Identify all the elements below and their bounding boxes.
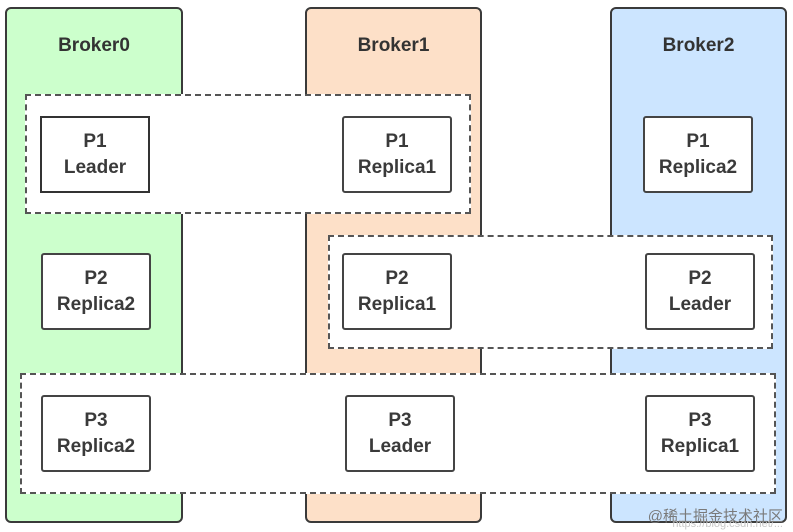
- partition-id: P1: [385, 130, 409, 152]
- broker-title: Broker2: [662, 35, 735, 56]
- partition-role: Leader: [63, 156, 127, 178]
- partition-id: P3: [388, 409, 412, 431]
- partition-box-p3-replica2: P3 Replica2: [41, 395, 151, 472]
- partition-role: Replica1: [357, 156, 437, 178]
- partition-id: P3: [688, 409, 712, 431]
- partition-role: Replica2: [658, 156, 738, 178]
- partition-role: Replica2: [56, 435, 136, 457]
- partition-id: P1: [686, 130, 710, 152]
- partition-id: P2: [84, 267, 108, 289]
- partition-role: Replica1: [660, 435, 740, 457]
- partition-role: Leader: [668, 293, 732, 315]
- partition-box-p1-replica1: P1 Replica1: [342, 116, 452, 193]
- watermark-url: https://blog.csdn.net/...: [672, 518, 783, 530]
- partition-box-p2-replica1: P2 Replica1: [342, 253, 452, 330]
- partition-id: P2: [385, 267, 409, 289]
- watermark: @稀土掘金技术社区: [647, 508, 783, 525]
- partition-id: P1: [83, 130, 107, 152]
- partition-box-p3-leader: P3 Leader: [345, 395, 455, 472]
- partition-role: Replica2: [56, 293, 136, 315]
- partition-role: Leader: [368, 435, 432, 457]
- partition-id: P2: [688, 267, 712, 289]
- partition-box-p2-leader: P2 Leader: [645, 253, 755, 330]
- broker-title: Broker0: [58, 35, 130, 56]
- partition-box-p1-replica2: P1 Replica2: [643, 116, 753, 193]
- partition-box-p2-replica2: P2 Replica2: [41, 253, 151, 330]
- partition-box-p3-replica1: P3 Replica1: [645, 395, 755, 472]
- partition-role: Replica1: [357, 293, 437, 315]
- broker-title: Broker1: [357, 35, 430, 56]
- partition-box-p1-leader: P1 Leader: [40, 116, 150, 193]
- partition-id: P3: [84, 409, 108, 431]
